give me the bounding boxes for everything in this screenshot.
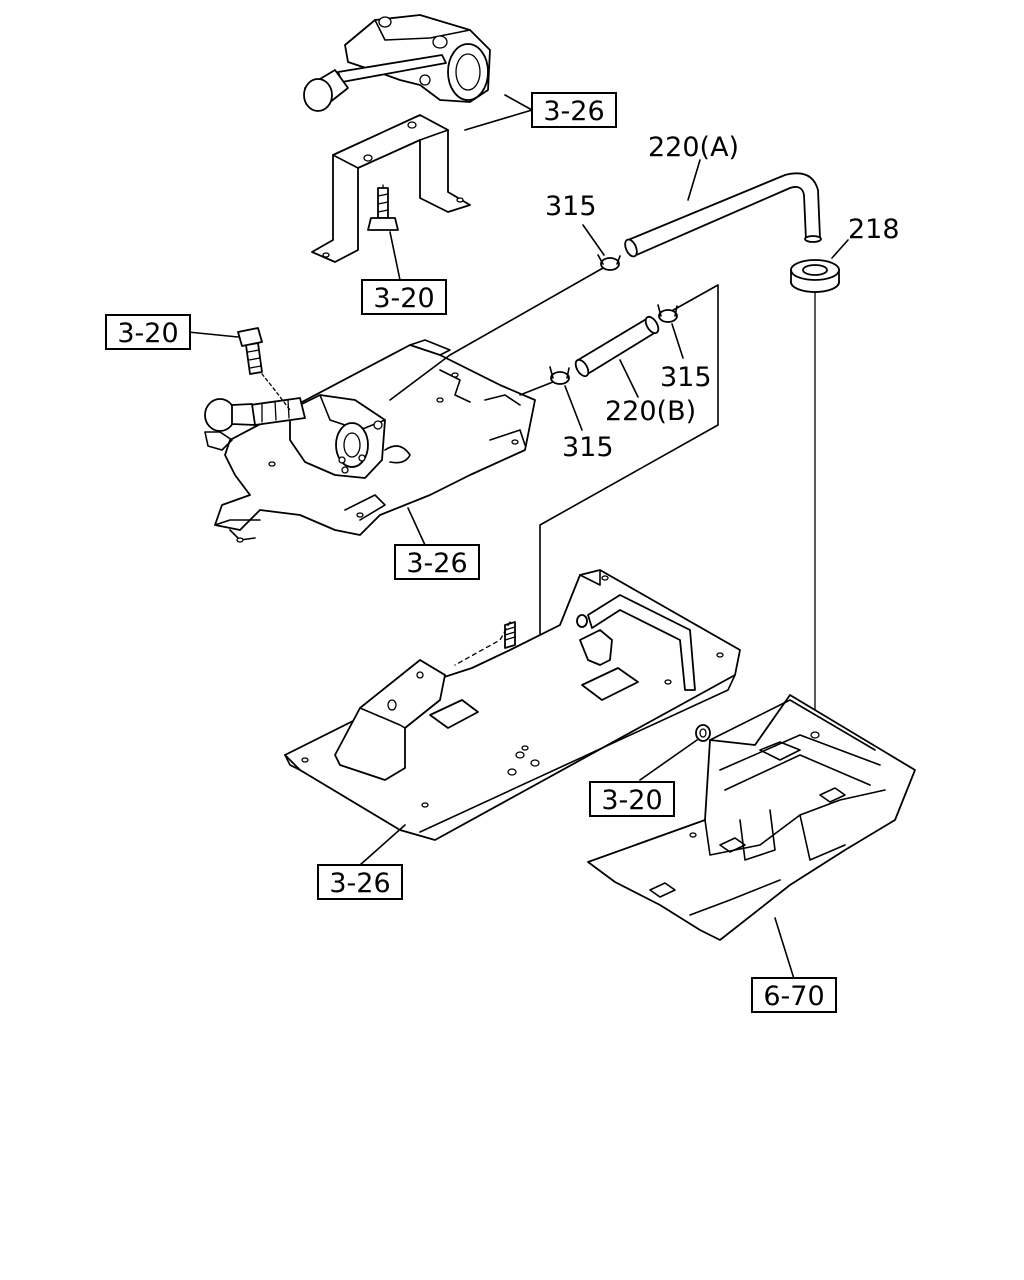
leader-3-20-left (187, 331, 239, 338)
part-label-315-top: 315 (545, 191, 597, 222)
ref-box-3-26-top[interactable]: 3-26 (531, 92, 617, 128)
leader-315-low (564, 385, 583, 431)
ref-label-3-20-right: 3-20 (601, 785, 662, 816)
ref-label-3-26-bottom: 3-26 (329, 868, 390, 899)
routing-line-clip (519, 379, 559, 396)
ref-box-3-26-bottom[interactable]: 3-26 (317, 864, 403, 900)
ref-label-3-20-top: 3-20 (373, 283, 434, 314)
ref-box-3-20-right[interactable]: 3-20 (589, 781, 675, 817)
leader-6-70 (774, 917, 796, 983)
part-label-315-low: 315 (562, 432, 614, 463)
mid-shift-lever-assembly (204, 327, 536, 543)
hose-220b (574, 315, 660, 378)
routing-line-right (667, 284, 719, 314)
leader-220b (619, 359, 639, 398)
console-cover-assembly (587, 694, 916, 941)
ref-box-3-26-mid[interactable]: 3-26 (394, 544, 480, 580)
leader-315-top (582, 224, 605, 256)
leader-3-20-top (389, 231, 401, 281)
part-label-220a: 220(A) (648, 132, 739, 163)
part-label-218: 218 (848, 214, 900, 245)
leader-3-26-top (464, 94, 533, 131)
lower-plate-assembly (284, 569, 741, 841)
ref-label-3-26-top: 3-26 (543, 96, 604, 127)
clip-315-top (597, 254, 621, 271)
clip-315-right (657, 304, 678, 323)
ref-box-3-20-top[interactable]: 3-20 (361, 279, 447, 315)
part-label-315-right: 315 (660, 362, 712, 393)
leader-220a (687, 159, 701, 201)
leader-315-right (671, 323, 684, 359)
ref-label-6-70: 6-70 (763, 981, 824, 1012)
ref-box-3-20-left[interactable]: 3-20 (105, 314, 191, 350)
ref-label-3-26-mid: 3-26 (406, 548, 467, 579)
hose-220a (624, 172, 822, 258)
ref-box-6-70[interactable]: 6-70 (751, 977, 837, 1013)
part-label-220b: 220(B) (605, 396, 696, 427)
leader-3-20-right (639, 739, 698, 781)
clip-315-low (549, 366, 570, 385)
routing-line-upper (389, 267, 604, 401)
leader-3-26-mid (407, 507, 426, 546)
leader-218 (831, 239, 849, 259)
grommet-218 (790, 259, 840, 293)
ref-label-3-20-left: 3-20 (117, 318, 178, 349)
leader-3-26-bottom (359, 824, 406, 866)
top-shift-lever-assembly (303, 14, 491, 263)
